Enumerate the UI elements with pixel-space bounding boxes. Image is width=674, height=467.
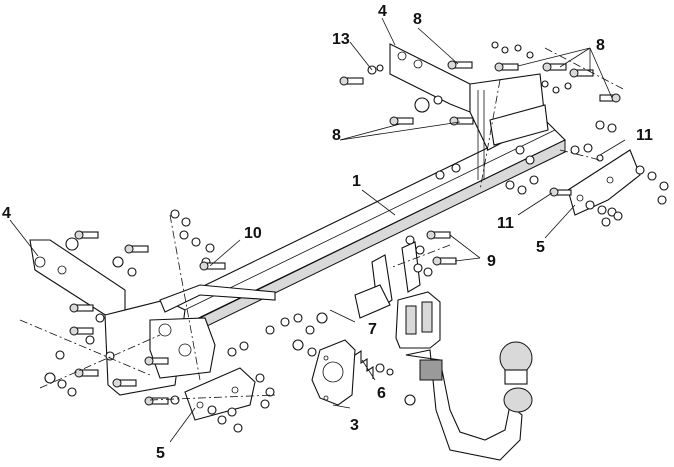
- side-bracket-part-5-right: [567, 149, 641, 216]
- callout-3: 3: [350, 417, 359, 434]
- tow-ball-neck: [404, 341, 533, 461]
- callout-8-top: 8: [413, 11, 422, 28]
- callout-5-right: 5: [536, 239, 545, 256]
- center-bracket-plates: [354, 241, 421, 319]
- centerlines: [19, 47, 626, 401]
- callout-4-top: 4: [378, 3, 387, 20]
- callout-13: 13: [332, 31, 350, 48]
- mounting-plate-part-4-right: [389, 43, 549, 180]
- crossbar-part-1: [149, 119, 566, 345]
- hardware-bolts-nuts: [44, 41, 669, 433]
- callout-11-middle: 11: [497, 215, 514, 232]
- socket-plate-part-3: [311, 339, 356, 406]
- callout-10: 10: [244, 225, 262, 242]
- side-bracket-part-5-left: [184, 367, 256, 421]
- callout-9: 9: [487, 253, 496, 270]
- callout-5-bottom: 5: [156, 445, 165, 462]
- spring-part-6: [354, 349, 394, 379]
- callout-6: 6: [377, 385, 386, 402]
- callout-1: 1: [352, 173, 361, 190]
- electrical-socket: [395, 291, 441, 349]
- callout-8-right: 8: [596, 37, 605, 54]
- callout-11-right: 11: [636, 127, 653, 144]
- leader-lines: [9, 17, 626, 443]
- callout-7: 7: [368, 321, 377, 338]
- callout-labels: 1 3 4 4 5 5 6 7 8 8 8 9 10 11 11 13: [2, 3, 653, 462]
- callout-8-middle: 8: [332, 127, 341, 144]
- callout-4-left: 4: [2, 205, 11, 222]
